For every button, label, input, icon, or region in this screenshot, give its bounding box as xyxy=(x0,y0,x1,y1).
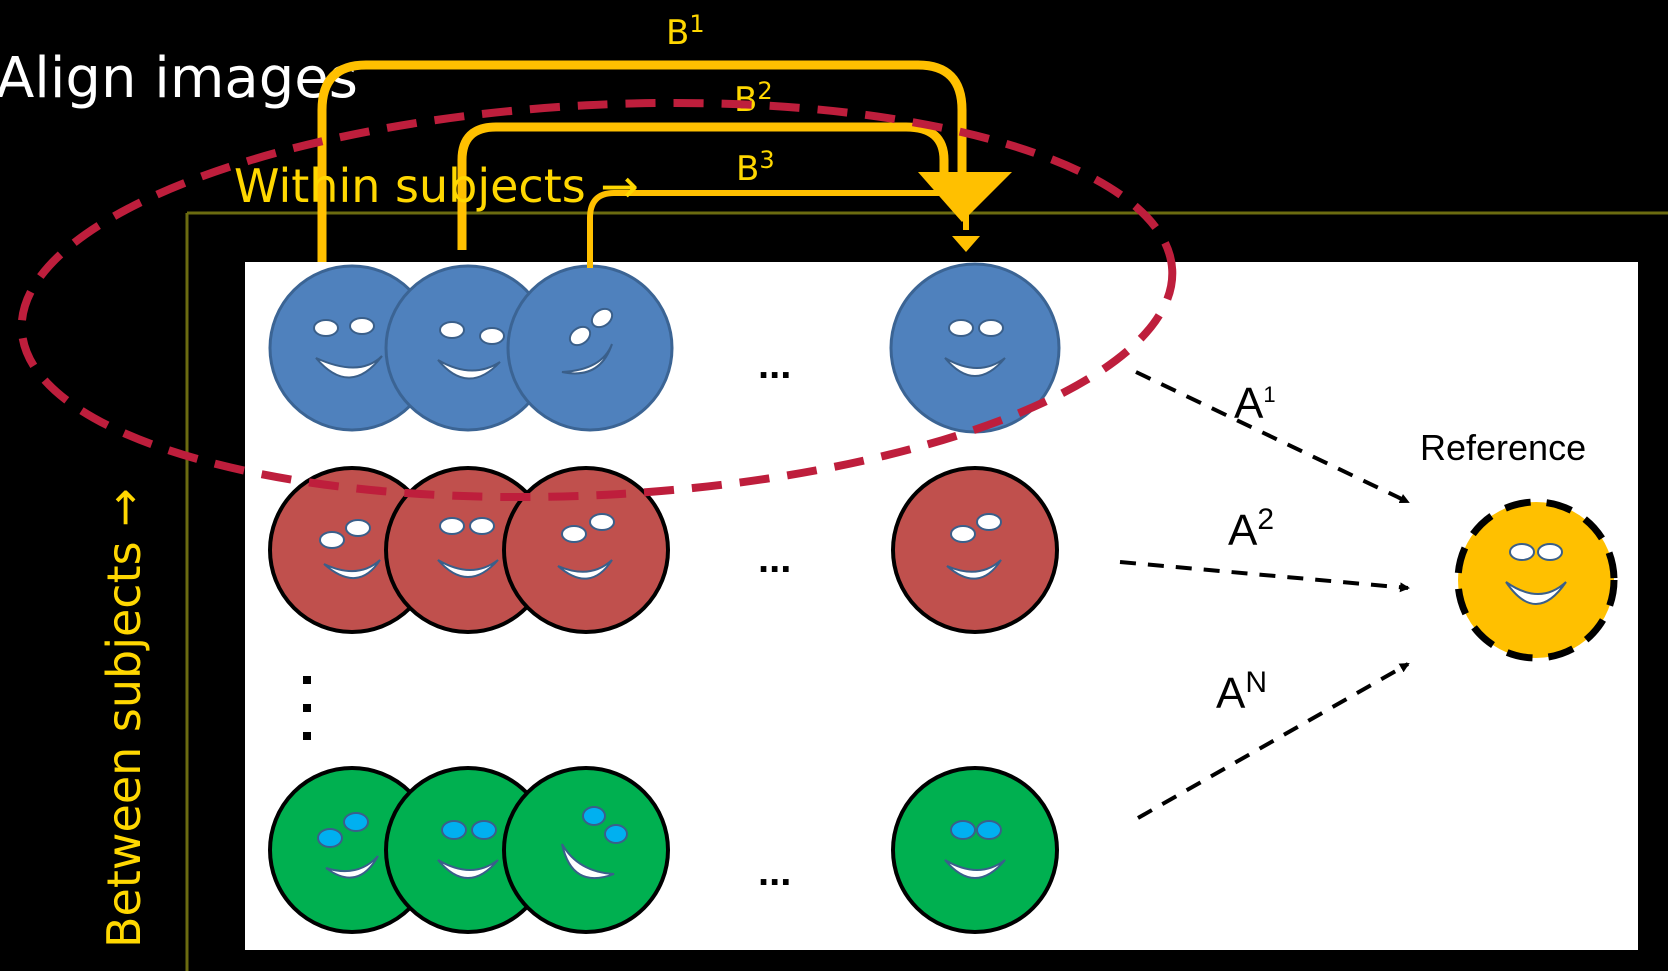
reference-label: Reference xyxy=(1420,427,1586,468)
arrow-b2 xyxy=(457,122,949,250)
arrow-a2 xyxy=(1119,560,1410,593)
arrowhead-b3 xyxy=(952,236,980,252)
red-face-3 xyxy=(502,466,670,634)
label-a1: A1 xyxy=(1234,379,1276,428)
arrowhead-b-large xyxy=(918,172,1012,222)
between-subjects-label: Between subjects → xyxy=(97,488,151,948)
green-subject-row: ... xyxy=(268,766,1059,934)
red-face-2 xyxy=(384,466,552,634)
within-subject-ellipse xyxy=(17,98,1177,502)
blue-subject-row: ... xyxy=(268,262,1061,434)
green-face-3 xyxy=(502,766,670,934)
arrow-aN xyxy=(1137,662,1410,820)
blue-row-ellipsis: ... xyxy=(758,343,791,387)
red-subject-row: ... xyxy=(268,466,1059,634)
green-face-n xyxy=(891,766,1059,934)
slide-heading: Align images xyxy=(0,46,358,111)
label-b3: B3 xyxy=(736,146,775,189)
green-face-1 xyxy=(268,766,436,934)
label-a2: A2 xyxy=(1228,503,1274,555)
arrow-a1 xyxy=(1135,370,1410,504)
within-subjects-label: Within subjects → xyxy=(234,159,639,213)
reference-face xyxy=(1454,498,1618,662)
label-b2: B2 xyxy=(734,77,773,120)
green-row-ellipsis: ... xyxy=(758,850,791,894)
blue-face-3 xyxy=(506,264,674,432)
label-aN: AN xyxy=(1216,666,1267,718)
red-row-ellipsis: ... xyxy=(758,537,791,581)
blue-face-1 xyxy=(268,264,436,432)
vertical-ellipsis xyxy=(303,676,311,740)
arrow-b3 xyxy=(587,190,969,268)
arrow-b1 xyxy=(317,60,967,262)
blue-face-n xyxy=(889,262,1061,434)
label-b1: B1 xyxy=(666,10,705,53)
red-face-n xyxy=(891,466,1059,634)
